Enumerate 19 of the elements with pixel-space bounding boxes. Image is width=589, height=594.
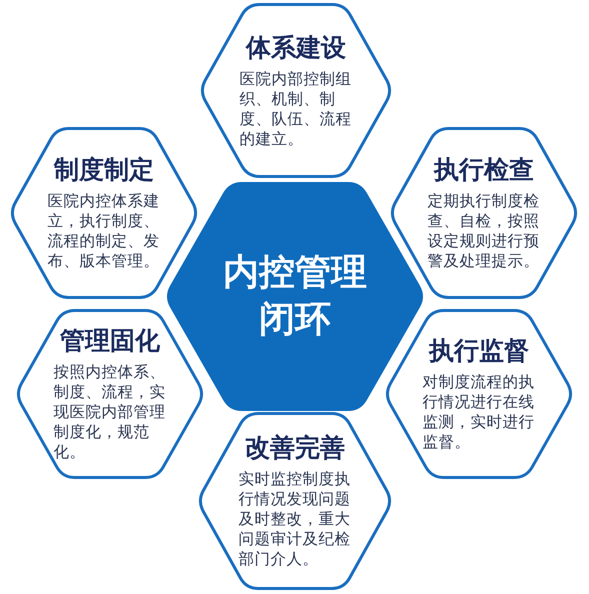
hexagon-card — [388, 127, 580, 299]
hexagon-card — [383, 309, 575, 479]
card-heading: 执行检查 — [434, 155, 534, 185]
hexagon-card — [14, 309, 206, 479]
card-description: 医院内控体系建立，执行制度、流程的制定、发布、版本管理。 — [47, 191, 160, 271]
card-description: 按照内控体系、制度、流程，实现医院内部管理制度化，规范化。 — [53, 362, 166, 462]
card-description: 对制度流程的执行情况进行在线监测，实时进行监督。 — [422, 372, 536, 452]
card-description: 实时监控制度执行情况发现问题及时整改，重大问题审计及纪检部门介人。 — [238, 469, 352, 569]
hexagon-card — [196, 412, 394, 590]
card-heading: 执行监督 — [429, 336, 529, 366]
card-heading: 体系建设 — [246, 32, 346, 62]
card-heading: 管理固化 — [60, 326, 160, 356]
card-description: 定期执行制度检查、自检，按照设定规则进行预警及处理提示。 — [427, 191, 540, 271]
center-title: 内控管理闭环 — [222, 250, 368, 342]
hexagon-card — [198, 3, 394, 178]
card-heading: 制度制定 — [54, 155, 154, 185]
card-heading: 改善完善 — [245, 433, 345, 463]
card-description: 医院内部控制组织、机制、制度、队伍、流程的建立。 — [239, 68, 352, 148]
hexagon-card — [8, 127, 200, 299]
